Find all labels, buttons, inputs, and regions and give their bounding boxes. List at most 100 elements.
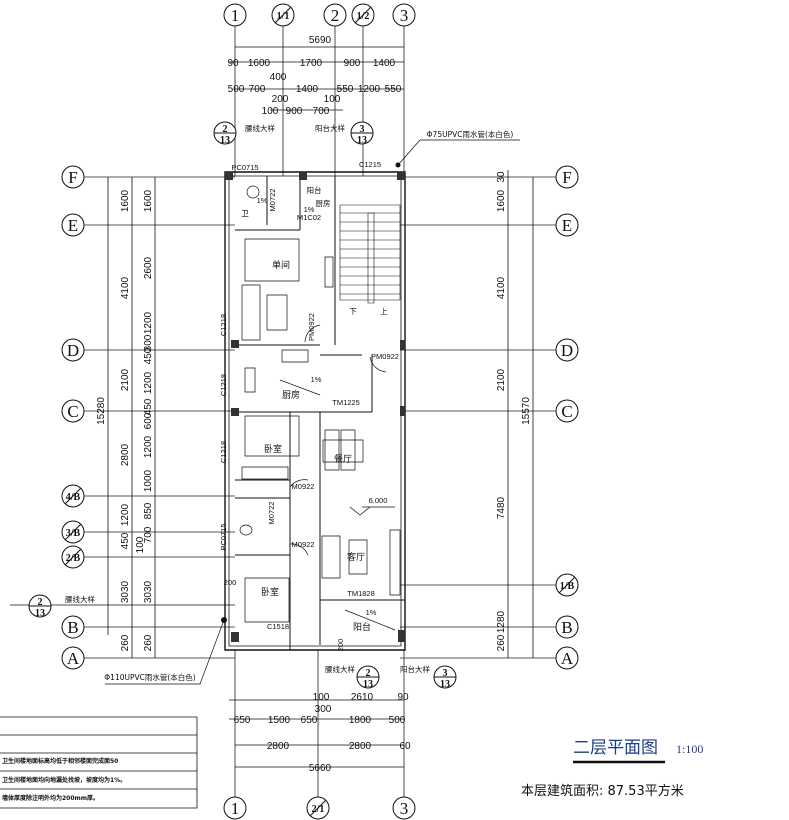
dimension-label: 1200 (120, 503, 131, 526)
fraction-slash (65, 549, 81, 565)
opening-code-label: 1% (366, 608, 377, 617)
dimension-label: 2100 (496, 368, 507, 391)
dimension-label: 400 (270, 72, 287, 83)
dimension-label: 2800 (349, 741, 372, 752)
dimension-label: 300 (143, 334, 154, 351)
room-label-balcony: 阳台 (307, 185, 322, 195)
dimension-label: 4100 (496, 276, 507, 299)
axis-top-3: 1/2 (357, 11, 370, 22)
drawing-title: 二层平面图 (573, 738, 658, 758)
room-label-balcony: 阳台 (353, 621, 371, 633)
dimension-label: 650 (234, 715, 251, 726)
fraction-slash (559, 577, 575, 593)
axis-left-2-bubble (62, 339, 84, 361)
dimension-label: 5690 (309, 35, 332, 46)
dimension-label: 5660 (309, 763, 332, 774)
section-ref-sheet: 13 (220, 135, 230, 146)
dimension-label: 90 (397, 692, 409, 703)
section-ref-number: 2 (38, 597, 43, 608)
axis-left-0-bubble (62, 166, 84, 188)
axis-bottom-1: 2/1 (312, 804, 325, 815)
axis-right-6-bubble (556, 647, 578, 669)
opening-code-label: M0922 (292, 540, 315, 549)
axis-bottom-0: 1 (231, 799, 240, 818)
axis-top-1: 1/1 (277, 11, 290, 22)
stair-down-label: 下 (349, 307, 357, 316)
detail-callout-label: 阳台大样 (400, 664, 430, 674)
section-ref-number: 2 (366, 668, 371, 679)
dimension-label: 200 (272, 94, 289, 105)
axis-left-1-bubble (62, 214, 84, 236)
axis-right-6: A (561, 649, 574, 668)
opening-code-label: C1218 (219, 374, 228, 396)
dimension-label: 850 (143, 502, 154, 519)
dimension-label: 700 (249, 84, 266, 95)
axis-left-6: 2/B (66, 553, 81, 564)
dimension-label: 2800 (120, 443, 131, 466)
detail-callout-label: 阳台大样 (315, 123, 345, 133)
opening-code-label: C1218 (219, 314, 228, 336)
sofa (242, 285, 260, 340)
dimension-label: 90 (227, 58, 239, 69)
stove (282, 350, 308, 362)
dimension-label: 100 (324, 94, 341, 105)
opening-code-label: C1215 (359, 160, 381, 169)
detail-callout-label: 腰线大样 (325, 664, 355, 674)
dimension-label: 1000 (143, 469, 154, 492)
axis-right-1: E (562, 216, 572, 235)
dimension-label: 1600 (120, 189, 131, 212)
axis-left-3-bubble (62, 400, 84, 422)
fraction-slash (275, 7, 291, 23)
dimension-label: 700 (313, 106, 330, 117)
dimension-label: 100 (135, 536, 146, 553)
bed-bedroom2 (245, 578, 289, 622)
dimension-label: 1400 (373, 58, 396, 69)
axis-right-3-bubble (556, 400, 578, 422)
dimension-label: 300 (315, 704, 332, 715)
opening-code-label: 1% (257, 196, 268, 205)
dimension-label: 1200 (143, 311, 154, 334)
dining-table (323, 440, 363, 462)
axis-left-3: C (67, 402, 78, 421)
stair-up-label: 上 (380, 307, 388, 316)
axis-right-3: C (561, 402, 572, 421)
axis-right-0-bubble (556, 166, 578, 188)
dimension-label: 700 (143, 526, 154, 543)
sink (245, 368, 255, 392)
opening-code-label: 200 (336, 639, 345, 652)
dimension-label: 2100 (120, 368, 131, 391)
section-ref-number: 2 (223, 124, 228, 135)
dimension-label: 1200 (143, 371, 154, 394)
opening-code-label: PC0715 (219, 523, 228, 550)
dimension-label: 2600 (143, 256, 154, 279)
living-sofa (322, 536, 340, 578)
dimension-label: 550 (385, 84, 402, 95)
opening-code-label: C1218 (219, 441, 228, 463)
section-ref-number: 3 (443, 668, 448, 679)
room-label-toilet: 卫 (241, 209, 249, 218)
opening-code-label: PM0922 (307, 313, 316, 341)
dimension-label: 3030 (120, 580, 131, 603)
dimension-label: 650 (301, 715, 318, 726)
washbasin (247, 186, 259, 198)
dimension-label: 30 (496, 171, 507, 183)
dimension-label: 100 (313, 692, 330, 703)
section-ref-sheet: 13 (35, 608, 45, 619)
room-label-single-room: 单间 (272, 259, 290, 271)
opening-code-label: M0722 (267, 502, 276, 525)
axis-left-8: A (67, 649, 80, 668)
dimension-label: 1700 (300, 58, 323, 69)
dimension-label: 15280 (96, 397, 107, 425)
opening-code-label: TM1225 (332, 398, 360, 407)
dimension-label: 60 (399, 741, 411, 752)
dimension-label: 3030 (143, 580, 154, 603)
note-line: 卫生间楼地面均向地漏处找坡，坡度均为1%。 (2, 776, 126, 784)
fraction-slash (65, 488, 81, 504)
fraction-slash (355, 7, 371, 23)
opening-code-label: TM1828 (347, 589, 375, 598)
dimension-label: 550 (337, 84, 354, 95)
dimension-label: 4100 (120, 276, 131, 299)
dimension-label: 260 (143, 634, 154, 651)
bed-single-room (245, 239, 299, 281)
